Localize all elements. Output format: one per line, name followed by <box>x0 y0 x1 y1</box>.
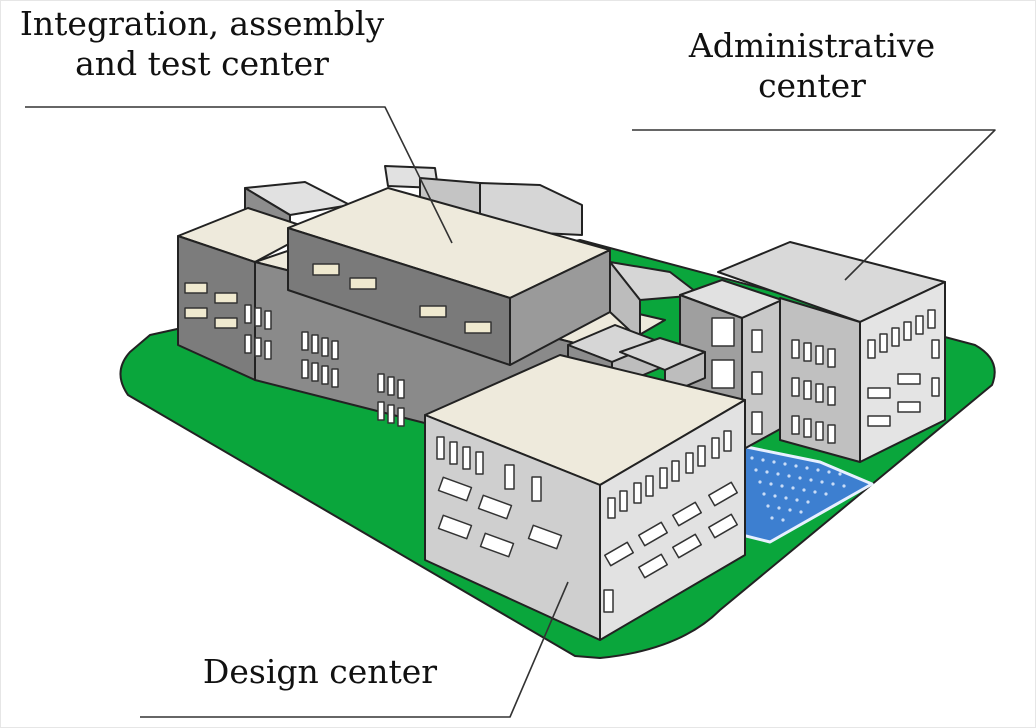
admin-label-line2: center <box>758 66 866 105</box>
design-center-building <box>424 324 746 641</box>
leader-line-admin <box>632 129 996 281</box>
administrative-building <box>679 241 946 463</box>
administrative-center-label: Administrative center <box>662 26 962 106</box>
design-center-label: Design center <box>202 652 438 691</box>
leader-line-design <box>140 581 569 718</box>
admin-label-line1: Administrative <box>688 26 936 65</box>
leader-lines <box>25 106 996 718</box>
integration-assembly-test-building <box>177 165 701 471</box>
leader-line-integration <box>25 106 453 244</box>
integration-label-line2: and test center <box>75 44 329 83</box>
integration-assembly-test-center-label: Integration, assembly and test center <box>6 4 398 84</box>
integration-label-line1: Integration, assembly <box>19 4 385 43</box>
